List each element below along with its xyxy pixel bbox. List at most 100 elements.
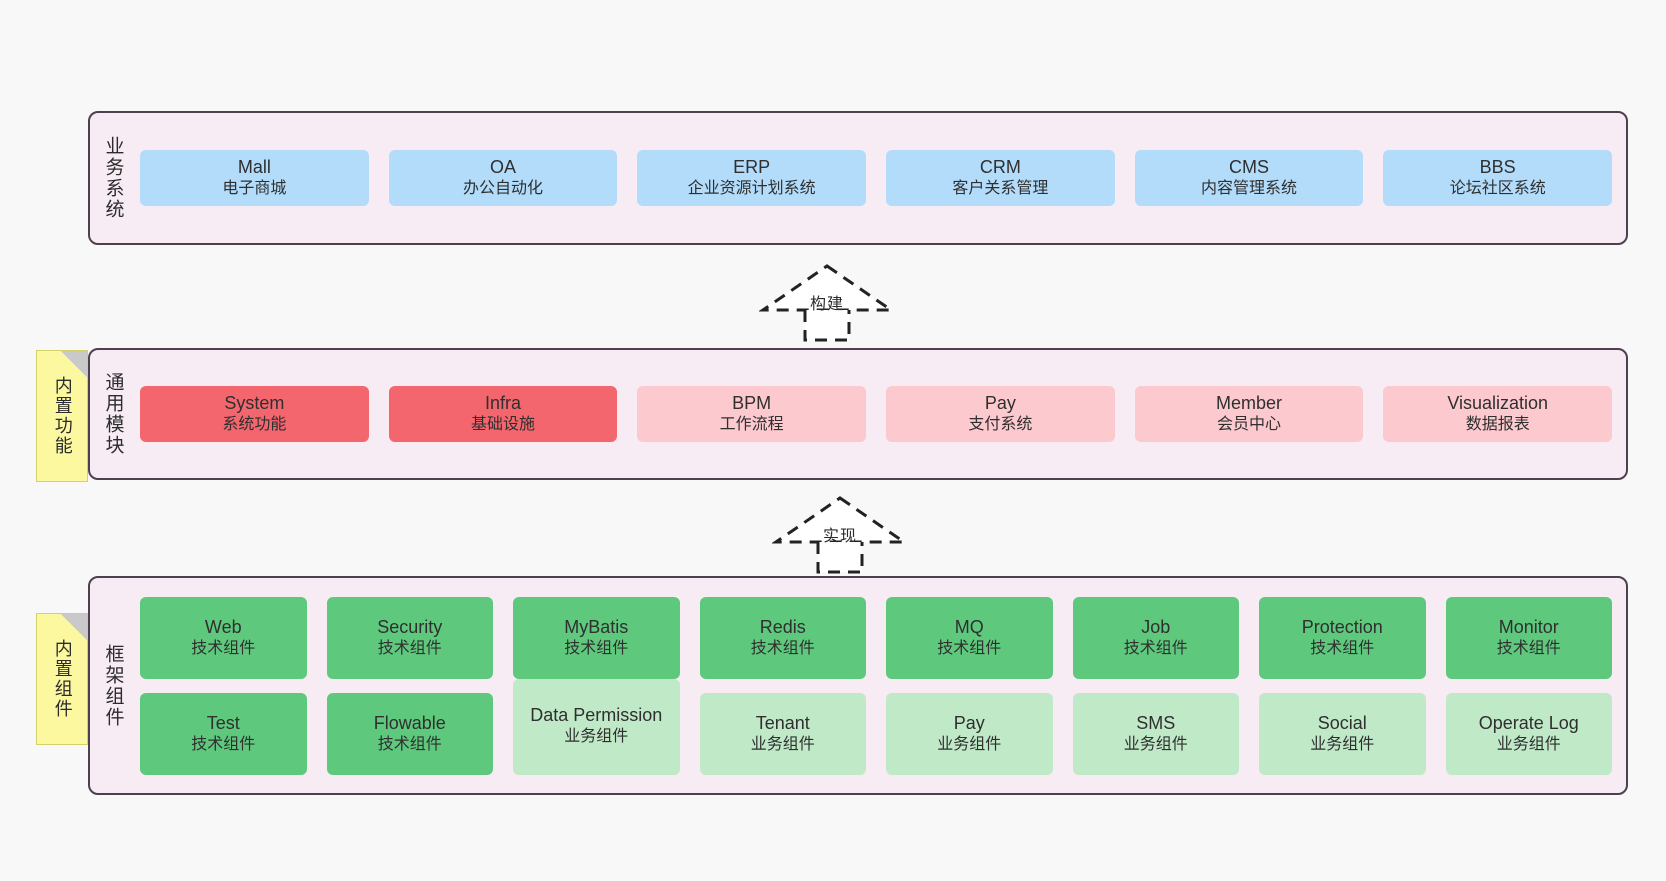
node-subtitle: 业务组件 [564,727,629,745]
node-title: Job [1141,616,1171,637]
node-subtitle: 业务组件 [1496,735,1561,753]
node-title: System [224,393,285,414]
node-title: MyBatis [564,616,629,637]
node-subtitle: 技术组件 [377,735,442,753]
node-title: Redis [759,616,806,637]
layer-common-modules-label: 通用模块 [102,372,124,456]
node-row: Web 技术组件 Security 技术组件 MyBatis 技术组件 Redi… [140,596,1612,679]
layer-common-modules: 通用模块 System 系统功能 Infra 基础设施 BPM 工作流程 Pay… [88,348,1628,480]
node-subtitle: 技术组件 [937,639,1002,657]
node-subtitle: 技术组件 [750,639,815,657]
node-title: Tenant [755,712,810,733]
note-fold-corner-icon [61,614,87,640]
layer-framework-components-body: Web 技术组件 Security 技术组件 MyBatis 技术组件 Redi… [136,578,1626,793]
node-subtitle: 会员中心 [1217,416,1282,434]
node-subtitle: 企业资源计划系统 [687,180,816,198]
node-data-permission[interactable]: Data Permission 业务组件 [513,678,680,775]
node-security[interactable]: Security 技术组件 [326,596,493,679]
node-title: CRM [979,157,1021,178]
node-subtitle: 支付系统 [968,416,1033,434]
node-web[interactable]: Web 技术组件 [140,596,307,679]
node-title: Test [206,712,240,733]
node-pay-module[interactable]: Pay 支付系统 [886,386,1115,442]
node-title: Member [1216,393,1283,414]
node-title: Protection [1301,616,1383,637]
node-flowable[interactable]: Flowable 技术组件 [326,692,493,775]
node-subtitle: 基础设施 [471,416,536,434]
node-title: Monitor [1498,616,1559,637]
node-subtitle: 技术组件 [1496,639,1561,657]
node-subtitle: 办公自动化 [463,180,544,198]
node-title: ERP [733,157,771,178]
layer-business-system-label: 业务系统 [102,136,124,220]
note-fold-corner-icon [61,351,87,377]
node-redis[interactable]: Redis 技术组件 [699,596,866,679]
node-title: CMS [1229,157,1270,178]
node-title: Mall [237,157,271,178]
node-row: Mall 电子商城 OA 办公自动化 ERP 企业资源计划系统 CRM 客户关系… [140,150,1613,206]
node-subtitle: 业务组件 [937,735,1002,753]
node-title: Visualization [1447,393,1549,414]
node-subtitle: 内容管理系统 [1201,180,1298,198]
node-subtitle: 业务组件 [1310,735,1375,753]
node-row: System 系统功能 Infra 基础设施 BPM 工作流程 Pay 支付系统… [140,386,1613,442]
node-subtitle: 业务组件 [1123,735,1188,753]
node-protection[interactable]: Protection 技术组件 [1259,596,1426,679]
node-subtitle: 系统功能 [222,416,287,434]
node-social[interactable]: Social 业务组件 [1259,692,1426,775]
node-title: MQ [954,616,984,637]
note-builtin-function: 内置功能 [36,350,88,482]
node-sms[interactable]: SMS 业务组件 [1072,692,1239,775]
connector-implement-arrow-shape [772,496,908,574]
node-subtitle: 论坛社区系统 [1449,180,1546,198]
node-oa[interactable]: OA 办公自动化 [388,150,618,206]
node-title: Security [377,616,443,637]
node-bbs[interactable]: BBS 论坛社区系统 [1383,150,1613,206]
node-mq[interactable]: MQ 技术组件 [886,596,1053,679]
node-row: Test 技术组件 Flowable 技术组件 Data Permission … [140,678,1612,775]
node-visualization[interactable]: Visualization 数据报表 [1383,386,1613,442]
node-title: BPM [732,393,772,414]
note-builtin-function-label: 内置功能 [52,376,73,456]
node-pay-component[interactable]: Pay 业务组件 [886,692,1053,775]
node-title: Pay [984,393,1016,414]
connector-build-label: 构建 [809,296,845,313]
node-subtitle: 技术组件 [1310,639,1375,657]
layer-business-system-body: Mall 电子商城 OA 办公自动化 ERP 企业资源计划系统 CRM 客户关系… [136,113,1626,243]
node-erp[interactable]: ERP 企业资源计划系统 [637,150,867,206]
node-subtitle: 数据报表 [1465,416,1530,434]
node-mybatis[interactable]: MyBatis 技术组件 [513,596,680,679]
node-bpm[interactable]: BPM 工作流程 [637,386,867,442]
node-subtitle: 技术组件 [377,639,442,657]
node-subtitle: 技术组件 [191,735,256,753]
node-member[interactable]: Member 会员中心 [1134,386,1364,442]
node-infra[interactable]: Infra 基础设施 [388,386,618,442]
node-title: Infra [484,393,522,414]
connector-build-arrow: 构建 [759,262,895,343]
node-title: Data Permission [530,704,663,725]
connector-implement-label: 实现 [822,528,858,545]
node-system[interactable]: System 系统功能 [140,386,369,442]
connector-implement-arrow: 实现 [772,494,908,575]
node-operate-log[interactable]: Operate Log 业务组件 [1445,692,1612,775]
node-subtitle: 技术组件 [191,639,256,657]
layer-framework-components: 框架组件 Web 技术组件 Security 技术组件 MyBatis 技术组件… [88,576,1628,795]
node-cms[interactable]: CMS 内容管理系统 [1134,150,1364,206]
node-subtitle: 业务组件 [750,735,815,753]
node-subtitle: 工作流程 [719,416,784,434]
note-builtin-component: 内置组件 [36,613,88,745]
node-subtitle: 电子商城 [222,180,287,198]
connector-build-arrow-shape [759,264,895,342]
node-mall[interactable]: Mall 电子商城 [140,150,369,206]
node-job[interactable]: Job 技术组件 [1072,596,1239,679]
node-title: BBS [1479,157,1516,178]
node-crm[interactable]: CRM 客户关系管理 [886,150,1115,206]
layer-business-system: 业务系统 Mall 电子商城 OA 办公自动化 ERP 企业资源计划系统 CRM… [88,111,1628,245]
node-tenant[interactable]: Tenant 业务组件 [699,692,866,775]
layer-common-modules-body: System 系统功能 Infra 基础设施 BPM 工作流程 Pay 支付系统… [136,350,1626,478]
node-title: Social [1317,712,1367,733]
node-title: Flowable [373,712,446,733]
node-monitor[interactable]: Monitor 技术组件 [1445,596,1612,679]
node-test[interactable]: Test 技术组件 [140,692,307,775]
